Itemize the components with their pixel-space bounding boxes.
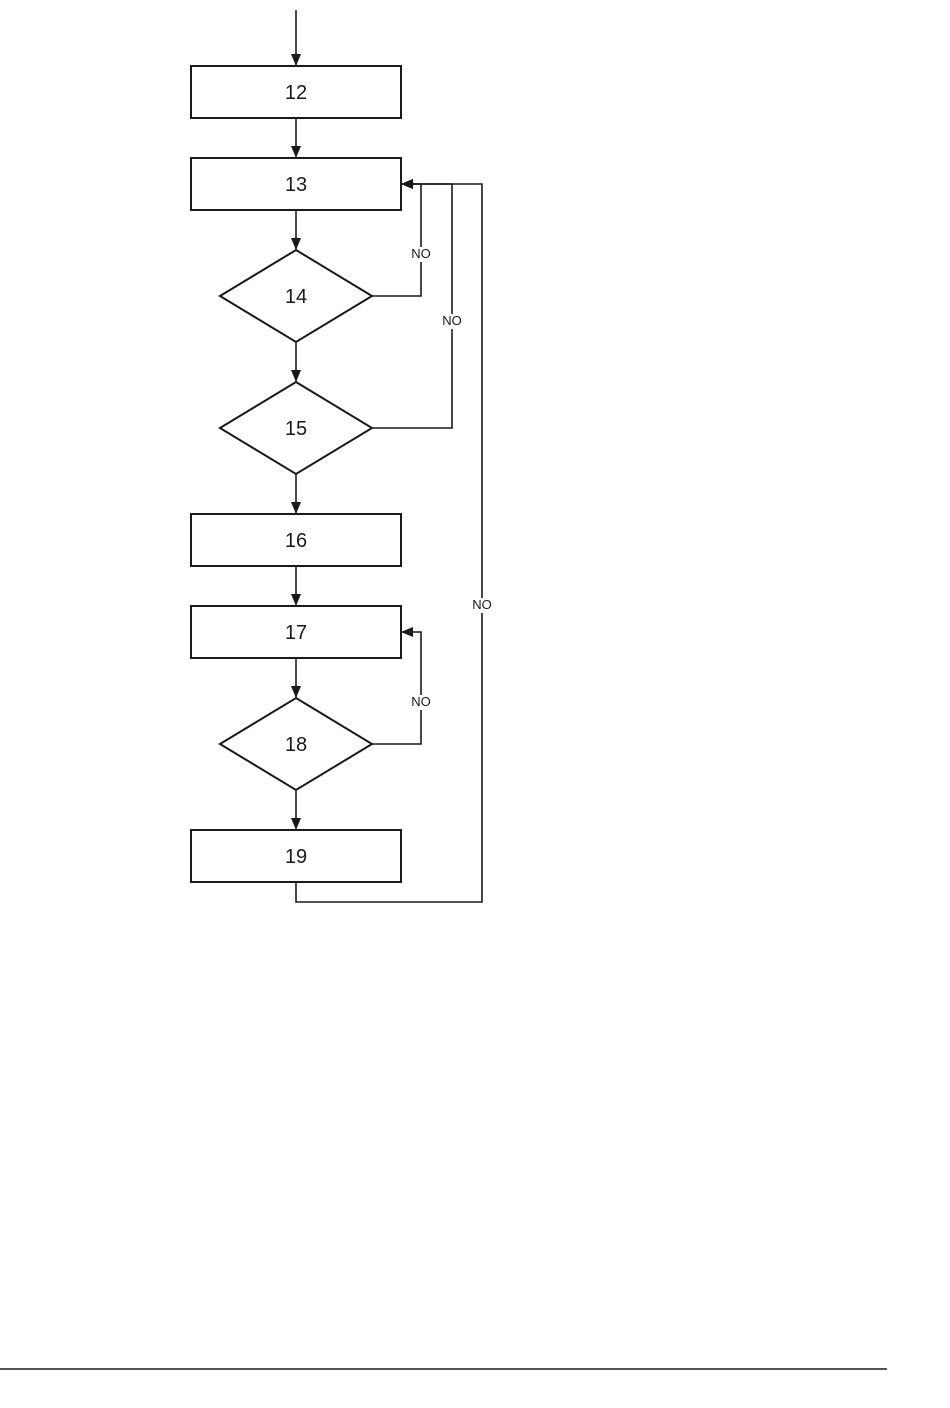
arrowhead [291, 238, 301, 250]
arrowhead [401, 179, 413, 189]
arrowhead [291, 594, 301, 606]
edge-18-19 [291, 790, 301, 830]
node-19: 19 [191, 830, 401, 882]
arrowhead [291, 502, 301, 514]
node-14: 14 [220, 250, 372, 342]
edge-15-16 [291, 474, 301, 514]
edge-15-13-no: NO [372, 179, 465, 428]
edge-17-18 [291, 658, 301, 698]
edge-label-no: NO [411, 694, 431, 709]
node-17: 17 [191, 606, 401, 658]
edge-14-15 [291, 342, 301, 382]
edge-in-12 [291, 10, 301, 66]
edge-12-13 [291, 118, 301, 158]
node-label: 13 [285, 174, 307, 196]
connector-line [372, 184, 452, 428]
node-label: 12 [285, 82, 307, 104]
node-12: 12 [191, 66, 401, 118]
node-13: 13 [191, 158, 401, 210]
node-label: 14 [285, 286, 307, 308]
edge-label-no: NO [472, 597, 492, 612]
arrowhead [291, 818, 301, 830]
node-label: 17 [285, 622, 307, 644]
arrowhead [291, 146, 301, 158]
node-label: 16 [285, 530, 307, 552]
edge-label-no: NO [411, 246, 431, 261]
arrowhead [291, 370, 301, 382]
node-16: 16 [191, 514, 401, 566]
arrowhead [401, 627, 413, 637]
edge-13-14 [291, 210, 301, 250]
edge-16-17 [291, 566, 301, 606]
arrowhead [291, 54, 301, 66]
node-label: 18 [285, 734, 307, 756]
node-label: 15 [285, 418, 307, 440]
node-15: 15 [220, 382, 372, 474]
nodes-layer: 12 13 14 15 16 17 18 19 [191, 66, 401, 882]
node-18: 18 [220, 698, 372, 790]
arrowhead [291, 686, 301, 698]
node-label: 19 [285, 846, 307, 868]
edge-label-no: NO [442, 313, 462, 328]
